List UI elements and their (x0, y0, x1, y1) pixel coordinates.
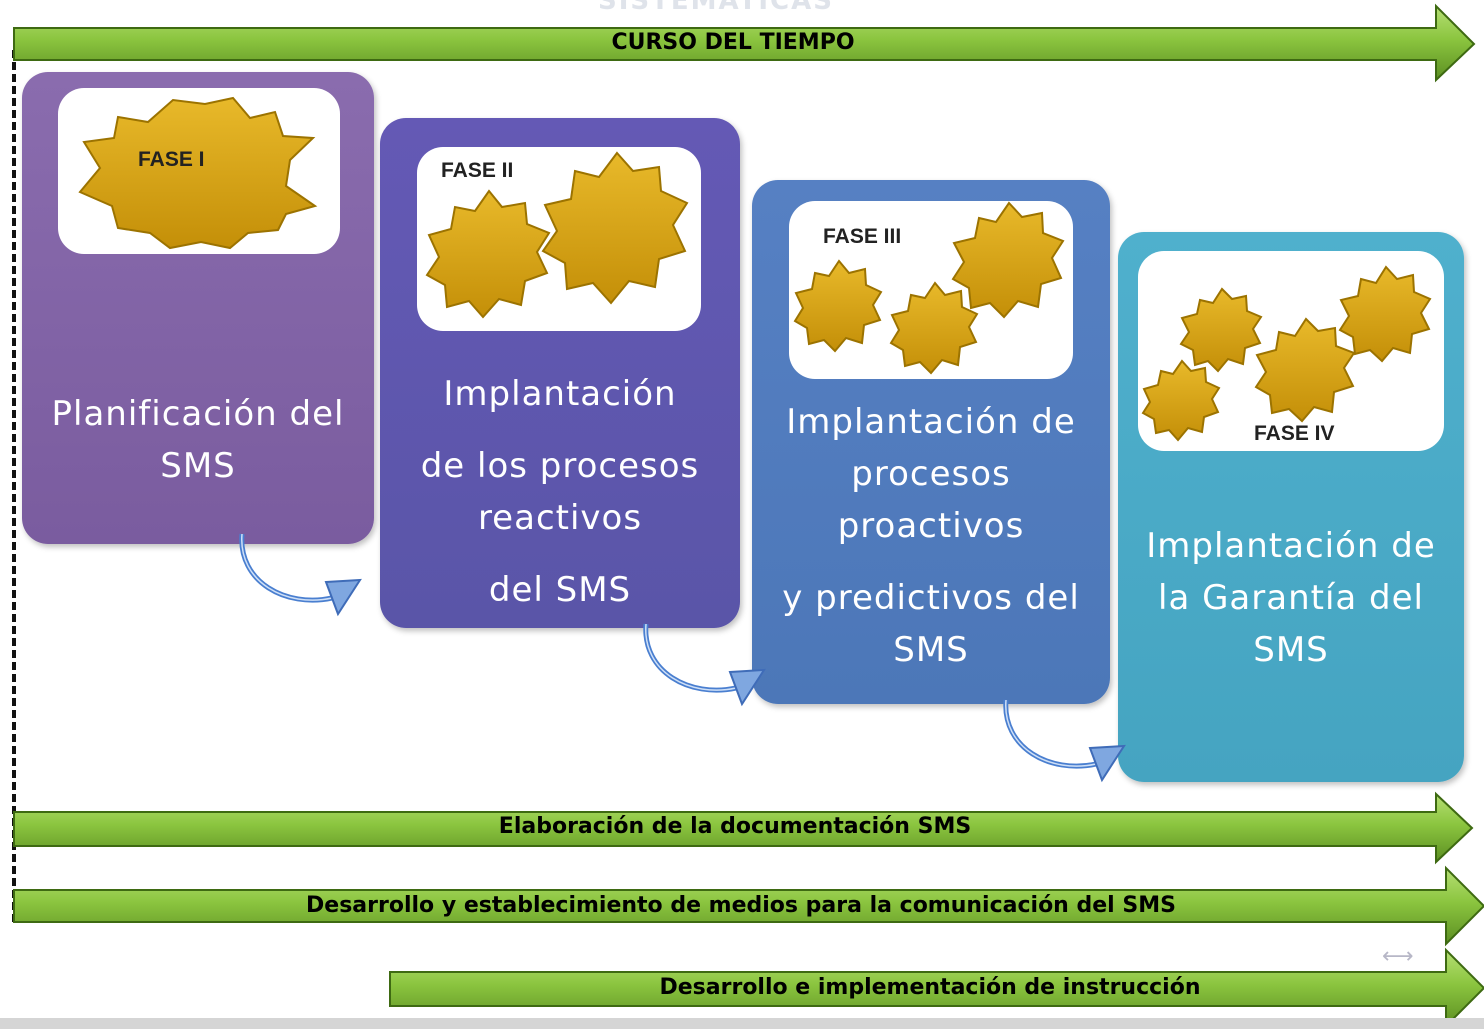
dashed-timeline-divider (12, 50, 16, 922)
gear-icon (425, 151, 689, 319)
curved-arrow-icon (239, 533, 362, 617)
phase-3-label: FASE III (823, 225, 902, 248)
phase-4-gear-box: FASE IV (1138, 251, 1444, 451)
phase-3-line-1: Implantación de (786, 402, 1076, 442)
phase-2-line-3: reactivos (477, 498, 643, 538)
phase-4-line-3: SMS (1253, 630, 1329, 670)
phase-3-line-4: y predictivos del (782, 578, 1080, 618)
phase-3-line-2: procesos (851, 454, 1011, 494)
training-arrow (389, 947, 1484, 1029)
phase-1-gear-box: FASE I (58, 88, 340, 254)
phase-1-line-1: Planificación del (51, 394, 345, 434)
documentation-arrow (13, 791, 1474, 865)
phase-1-text: Planificación del SMS (22, 388, 374, 492)
phase-card-2: FASE II Implantación de los procesos rea… (380, 118, 740, 628)
phase-2-line-4: del SMS (488, 570, 632, 610)
phase-4-line-2: la Garantía del (1158, 578, 1424, 618)
bottom-strip (0, 1018, 1484, 1029)
phase-1-line-2: SMS (160, 446, 236, 486)
gear-icon (1141, 265, 1432, 442)
phase-3-gear-box: FASE III (789, 201, 1073, 379)
phase-4-label: FASE IV (1254, 422, 1335, 445)
time-arrow-label: CURSO DEL TIEMPO (611, 30, 855, 55)
gear-icon (78, 96, 318, 250)
curved-arrow-icon (643, 623, 766, 707)
phase-3-line-5: SMS (893, 630, 969, 670)
double-arrow-icon: ⟷ (1382, 944, 1414, 969)
gear-icon (793, 201, 1065, 375)
time-arrow (13, 3, 1476, 83)
curved-arrow-icon (1003, 699, 1126, 783)
phase-card-1: FASE I Planificación del SMS (22, 72, 374, 544)
phase-2-text: Implantación de los procesos reactivos d… (380, 368, 740, 616)
phase-2-line-1: Implantación (443, 374, 677, 414)
phase-3-text: Implantación de procesos proactivos y pr… (752, 396, 1110, 676)
phase-2-line-2: de los procesos (420, 446, 700, 486)
phase-card-4: FASE IV Implantación de la Garantía del … (1118, 232, 1464, 782)
cut-off-title: SISTEMÁTICAS (598, 0, 834, 16)
phase-card-3: FASE III Implantación de procesos proact… (752, 180, 1110, 704)
phase-2-gear-box: FASE II (417, 147, 701, 331)
phase-4-line-1: Implantación de (1146, 526, 1436, 566)
phase-1-label: FASE I (138, 148, 205, 171)
communication-arrow-label: Desarrollo y establecimiento de medios p… (306, 893, 1176, 918)
communication-arrow (13, 865, 1484, 947)
documentation-arrow-label: Elaboración de la documentación SMS (498, 814, 972, 839)
phase-3-line-3: proactivos (837, 506, 1025, 546)
phase-4-text: Implantación de la Garantía del SMS (1118, 520, 1464, 676)
training-arrow-label: Desarrollo e implementación de instrucci… (659, 975, 1201, 1000)
phase-2-label: FASE II (441, 159, 514, 182)
